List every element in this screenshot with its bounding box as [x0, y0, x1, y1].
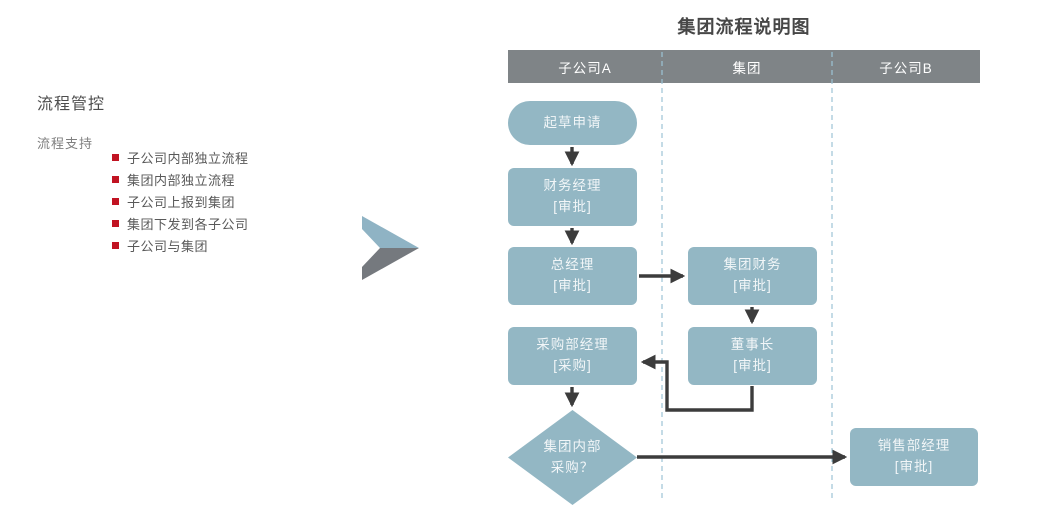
bullet-square-icon	[112, 219, 119, 227]
node-subtitle: [审批]	[733, 278, 772, 293]
flow-node-chairman: 董事长 [审批]	[688, 327, 817, 385]
lane-header-subsidiary-a: 子公司A	[558, 60, 612, 76]
bullet-square-icon	[112, 197, 119, 205]
chevron-right-icon	[362, 216, 419, 280]
list-item: 子公司与集团	[112, 234, 249, 256]
flow-node-sales-manager: 销售部经理 [审批]	[850, 428, 978, 486]
node-title: 总经理	[550, 257, 595, 273]
node-title: 集团财务	[723, 257, 782, 273]
list-item-label: 集团下发到各子公司	[127, 216, 249, 232]
node-title: 集团内部	[543, 438, 602, 454]
bullet-square-icon	[112, 241, 119, 249]
node-subtitle: 采购？	[550, 459, 595, 475]
flow-node-decision-internal-purchase: 集团内部 采购？	[508, 410, 637, 505]
swimlane-header: 子公司A 集团 子公司B	[508, 50, 980, 83]
node-title: 销售部经理	[877, 438, 951, 454]
bullet-square-icon	[112, 175, 119, 183]
list-item: 集团下发到各子公司	[112, 212, 249, 234]
lane-header-subsidiary-b: 子公司B	[879, 60, 933, 76]
node-subtitle: [审批]	[894, 459, 934, 474]
feature-list: 子公司内部独立流程 集团内部独立流程 子公司上报到集团 集团下发到各子公司 子公…	[112, 146, 249, 256]
node-title: 董事长	[730, 337, 775, 353]
list-item: 子公司内部独立流程	[112, 146, 249, 168]
bullet-square-icon	[112, 153, 119, 161]
flow-node-purchasing-manager: 采购部经理 [采购]	[508, 327, 637, 385]
diagram-title: 集团流程说明图	[677, 17, 811, 37]
flow-node-general-manager: 总经理 [审批]	[508, 247, 637, 305]
node-subtitle: [审批]	[553, 199, 592, 214]
node-subtitle: [审批]	[733, 358, 772, 373]
list-item-label: 子公司与集团	[127, 238, 209, 254]
flow-node-group-finance: 集团财务 [审批]	[688, 247, 817, 305]
list-item-label: 集团内部独立流程	[127, 172, 236, 188]
node-title: 采购部经理	[536, 337, 609, 353]
section-label: 流程支持	[37, 136, 94, 151]
flow-node-finance-manager: 财务经理 [审批]	[508, 168, 637, 226]
list-item: 集团内部独立流程	[112, 168, 249, 190]
list-item-label: 子公司内部独立流程	[127, 150, 249, 166]
list-item-label: 子公司上报到集团	[127, 194, 236, 210]
page-title: 流程管控	[37, 96, 106, 113]
node-label: 起草申请	[543, 114, 602, 130]
list-item: 子公司上报到集团	[112, 190, 249, 212]
flow-node-start: 起草申请	[508, 101, 637, 145]
node-subtitle: [审批]	[553, 278, 592, 293]
node-subtitle: [采购]	[553, 358, 592, 373]
node-title: 财务经理	[543, 178, 602, 194]
lane-header-group: 集团	[732, 60, 762, 76]
